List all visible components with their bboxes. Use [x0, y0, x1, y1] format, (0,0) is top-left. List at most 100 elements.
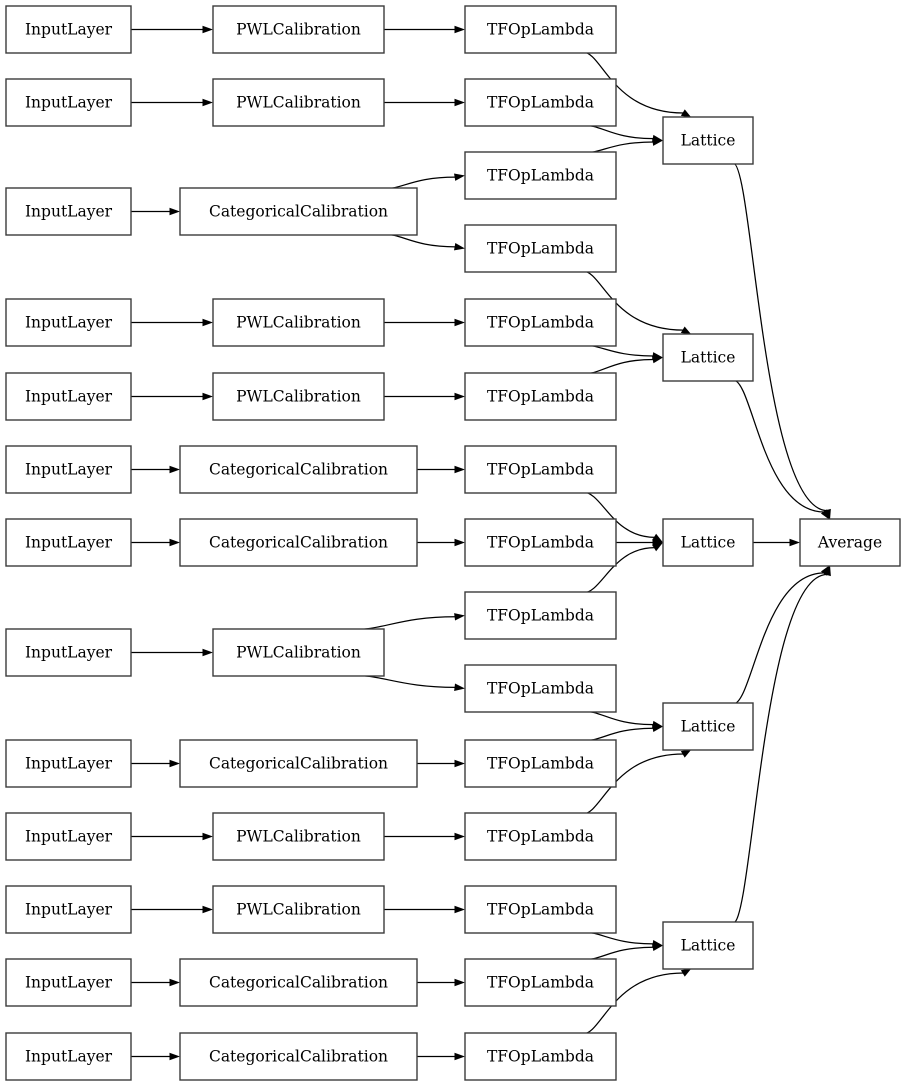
- node-pwlcalibration-cal1[interactable]: PWLCalibration: [212, 5, 385, 54]
- node-box[interactable]: [464, 151, 617, 200]
- edge-tfop-lambda-to-lattice: [582, 710, 663, 729]
- node-tfop-lambda-tf6[interactable]: TFOpLambda: [464, 372, 617, 421]
- node-box[interactable]: [5, 5, 132, 54]
- node-box[interactable]: [179, 518, 418, 567]
- node-box[interactable]: [212, 628, 385, 677]
- node-box[interactable]: [212, 5, 385, 54]
- node-box[interactable]: [464, 518, 617, 567]
- node-input-layer-in9[interactable]: InputLayer: [5, 739, 132, 788]
- node-box[interactable]: [5, 812, 132, 861]
- node-box[interactable]: [464, 812, 617, 861]
- node-box[interactable]: [662, 518, 754, 567]
- node-box[interactable]: [5, 78, 132, 127]
- node-lattice-lat5[interactable]: Lattice: [662, 921, 754, 970]
- node-tfop-lambda-tf13[interactable]: TFOpLambda: [464, 885, 617, 934]
- node-box[interactable]: [464, 298, 617, 347]
- node-box[interactable]: [5, 958, 132, 1007]
- node-box[interactable]: [464, 664, 617, 713]
- node-box[interactable]: [212, 78, 385, 127]
- node-box[interactable]: [5, 1032, 132, 1081]
- node-tfop-lambda-tf5[interactable]: TFOpLambda: [464, 298, 617, 347]
- node-tfop-lambda-tf12[interactable]: TFOpLambda: [464, 812, 617, 861]
- node-input-layer-in1[interactable]: InputLayer: [5, 5, 132, 54]
- node-input-layer-in2[interactable]: InputLayer: [5, 78, 132, 127]
- node-pwlcalibration-cal4[interactable]: PWLCalibration: [212, 298, 385, 347]
- node-box[interactable]: [662, 333, 754, 382]
- node-pwlcalibration-cal2[interactable]: PWLCalibration: [212, 78, 385, 127]
- node-pwlcalibration-cal8[interactable]: PWLCalibration: [212, 628, 385, 677]
- node-box[interactable]: [5, 445, 132, 494]
- node-tfop-lambda-tf8[interactable]: TFOpLambda: [464, 518, 617, 567]
- node-categorical-calibration-cal9[interactable]: CategoricalCalibration: [179, 739, 418, 788]
- node-tfop-lambda-tf1[interactable]: TFOpLambda: [464, 5, 617, 54]
- node-input-layer-in12[interactable]: InputLayer: [5, 958, 132, 1007]
- node-input-layer-in5[interactable]: InputLayer: [5, 372, 132, 421]
- node-box[interactable]: [662, 116, 754, 165]
- node-input-layer-in13[interactable]: InputLayer: [5, 1032, 132, 1081]
- node-box[interactable]: [179, 739, 418, 788]
- node-box[interactable]: [5, 885, 132, 934]
- node-tfop-lambda-tf7[interactable]: TFOpLambda: [464, 445, 617, 494]
- node-box[interactable]: [464, 445, 617, 494]
- node-label: CategoricalCalibration: [209, 1048, 388, 1066]
- node-box[interactable]: [179, 445, 418, 494]
- node-lattice-lat3[interactable]: Lattice: [662, 518, 754, 567]
- node-box[interactable]: [464, 5, 617, 54]
- node-box[interactable]: [179, 187, 418, 236]
- node-box[interactable]: [464, 739, 617, 788]
- node-box[interactable]: [464, 224, 617, 273]
- node-box[interactable]: [212, 298, 385, 347]
- node-box[interactable]: [179, 958, 418, 1007]
- node-tfop-lambda-tf9[interactable]: TFOpLambda: [464, 591, 617, 640]
- node-box[interactable]: [5, 187, 132, 236]
- node-pwlcalibration-cal11[interactable]: PWLCalibration: [212, 885, 385, 934]
- node-label: TFOpLambda: [487, 94, 594, 112]
- node-box[interactable]: [212, 885, 385, 934]
- node-box[interactable]: [5, 739, 132, 788]
- node-box[interactable]: [5, 372, 132, 421]
- arrowhead-icon: [454, 173, 465, 181]
- node-box[interactable]: [464, 885, 617, 934]
- node-categorical-calibration-cal13[interactable]: CategoricalCalibration: [179, 1032, 418, 1081]
- node-tfop-lambda-tf3[interactable]: TFOpLambda: [464, 151, 617, 200]
- node-box[interactable]: [5, 628, 132, 677]
- node-tfop-lambda-tf10[interactable]: TFOpLambda: [464, 664, 617, 713]
- node-box[interactable]: [662, 702, 754, 751]
- node-box[interactable]: [212, 812, 385, 861]
- node-box[interactable]: [464, 591, 617, 640]
- node-box[interactable]: [5, 298, 132, 347]
- node-box[interactable]: [464, 958, 617, 1007]
- node-pwlcalibration-cal5[interactable]: PWLCalibration: [212, 372, 385, 421]
- node-tfop-lambda-tf11[interactable]: TFOpLambda: [464, 739, 617, 788]
- node-input-layer-in8[interactable]: InputLayer: [5, 628, 132, 677]
- node-box[interactable]: [212, 372, 385, 421]
- node-input-layer-in3[interactable]: InputLayer: [5, 187, 132, 236]
- node-box[interactable]: [799, 518, 901, 567]
- node-lattice-lat1[interactable]: Lattice: [662, 116, 754, 165]
- node-input-layer-in7[interactable]: InputLayer: [5, 518, 132, 567]
- node-categorical-calibration-cal3[interactable]: CategoricalCalibration: [179, 187, 418, 236]
- node-input-layer-in11[interactable]: InputLayer: [5, 885, 132, 934]
- node-box[interactable]: [464, 1032, 617, 1081]
- node-box[interactable]: [179, 1032, 418, 1081]
- node-categorical-calibration-cal12[interactable]: CategoricalCalibration: [179, 958, 418, 1007]
- node-box[interactable]: [464, 372, 617, 421]
- node-input-layer-in10[interactable]: InputLayer: [5, 812, 132, 861]
- node-lattice-lat2[interactable]: Lattice: [662, 333, 754, 382]
- edge-line: [382, 233, 456, 248]
- node-input-layer-in4[interactable]: InputLayer: [5, 298, 132, 347]
- node-box[interactable]: [5, 518, 132, 567]
- node-input-layer-in6[interactable]: InputLayer: [5, 445, 132, 494]
- node-box[interactable]: [464, 78, 617, 127]
- node-box[interactable]: [662, 921, 754, 970]
- node-pwlcalibration-cal10[interactable]: PWLCalibration: [212, 812, 385, 861]
- node-tfop-lambda-tf2[interactable]: TFOpLambda: [464, 78, 617, 127]
- node-tfop-lambda-tf14[interactable]: TFOpLambda: [464, 958, 617, 1007]
- node-lattice-lat4[interactable]: Lattice: [662, 702, 754, 751]
- node-average-avg[interactable]: Average: [799, 518, 901, 567]
- node-tfop-lambda-tf15[interactable]: TFOpLambda: [464, 1032, 617, 1081]
- arrowhead-icon: [652, 943, 663, 952]
- node-categorical-calibration-cal6[interactable]: CategoricalCalibration: [179, 445, 418, 494]
- node-tfop-lambda-tf4[interactable]: TFOpLambda: [464, 224, 617, 273]
- node-categorical-calibration-cal7[interactable]: CategoricalCalibration: [179, 518, 418, 567]
